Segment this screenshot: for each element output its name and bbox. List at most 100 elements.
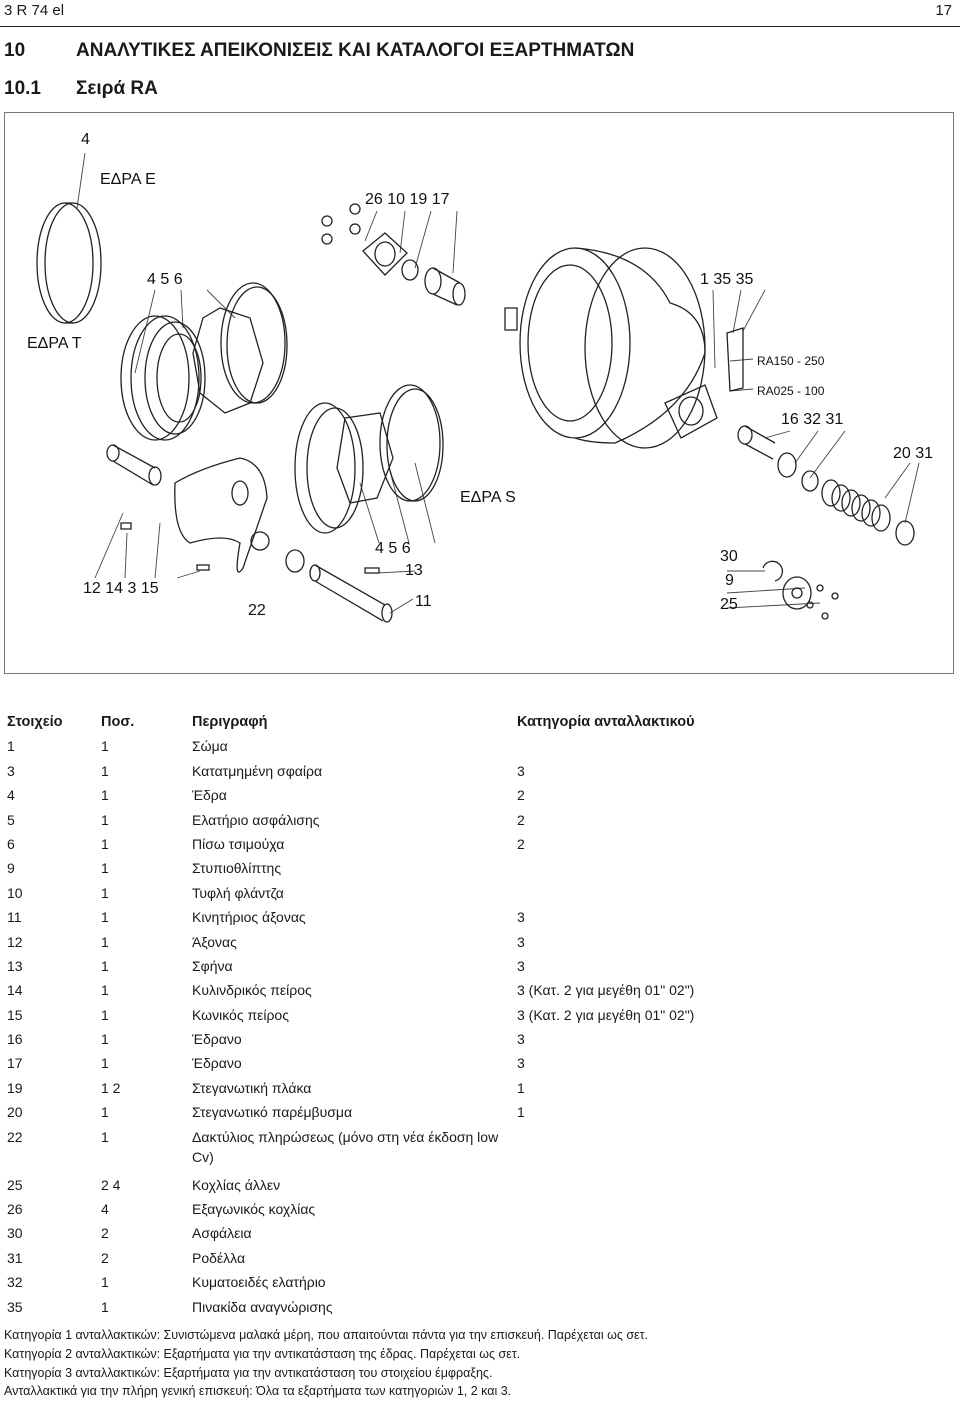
footnote-category-2: Κατηγορία 2 ανταλλακτικών: Εξαρτήματα γι… xyxy=(4,1346,521,1361)
wave-spring-32 xyxy=(777,452,797,478)
cell-qty: 1 xyxy=(101,860,109,877)
label-26-10-19-17: 26 10 19 17 xyxy=(365,191,450,208)
cell-item: 25 xyxy=(7,1176,23,1193)
label-4-5-6-top: 4 5 6 xyxy=(147,271,183,288)
cell-description: Σφήνα xyxy=(192,957,233,974)
label-edra-t: ΕΔΡΑ Τ xyxy=(27,335,82,352)
label-22: 22 xyxy=(248,602,266,619)
gland-9 xyxy=(782,576,812,610)
cell-qty: 1 xyxy=(101,1031,109,1048)
leader-lines xyxy=(76,152,920,614)
cell-qty: 1 xyxy=(101,957,109,974)
cell-qty: 1 xyxy=(101,1006,109,1023)
cell-description: Δακτύλιος πληρώσεως (μόνο στη νέα έκδοση… xyxy=(192,1128,499,1165)
cell-qty: 1 2 xyxy=(101,1079,121,1096)
label-4: 4 xyxy=(81,131,90,148)
cell-item: 30 xyxy=(7,1225,23,1242)
label-20-31: 20 31 xyxy=(893,445,934,462)
exploded-view-figure: 4 ΕΔΡΑ Ε 26 10 19 17 4 5 6 1 35 35 ΕΔΡΑ … xyxy=(4,112,954,674)
header-rule xyxy=(0,26,960,27)
packing-rings-20 xyxy=(821,479,891,532)
col-header-qty: Ποσ. xyxy=(101,714,135,730)
cell-description: Σώμα xyxy=(192,738,228,755)
bolts-25 xyxy=(806,584,839,620)
circlip-30 xyxy=(762,560,784,582)
cell-qty: 4 xyxy=(101,1201,109,1218)
cell-description: Κατατμημένη σφαίρα xyxy=(192,762,323,779)
cell-description: Κυματοειδές ελατήριο xyxy=(192,1274,326,1291)
cell-qty: 2 xyxy=(101,1225,109,1242)
valve-body-1 xyxy=(504,247,718,449)
label-ra025-100: RA025 - 100 xyxy=(757,384,825,398)
cell-description: Στεγανωτικό παρέμβυσμα xyxy=(192,1104,353,1121)
cell-qty: 1 xyxy=(101,811,109,828)
table-row: 26 4 Εξαγωνικός κοχλίας xyxy=(7,1199,947,1223)
cell-item: 12 xyxy=(7,933,23,950)
cell-description: Έδρα xyxy=(192,787,227,804)
col-header-description: Περιγραφή xyxy=(192,714,268,730)
section-number: 10 xyxy=(4,40,26,61)
exploded-view-drawing xyxy=(36,152,920,623)
cell-category: 3 xyxy=(517,762,525,779)
cell-qty: 2 xyxy=(101,1249,109,1266)
cell-item: 17 xyxy=(7,1055,23,1072)
subsection-number: 10.1 xyxy=(4,78,41,99)
label-edra-s: ΕΔΡΑ S xyxy=(460,489,516,506)
cell-item: 20 xyxy=(7,1104,23,1121)
table-row: 14 1 Κυλινδρικός πείρος 3 (Κατ. 2 για μεγέθ… xyxy=(7,980,947,1004)
cell-description: Στυπιοθλίπτης xyxy=(192,860,282,877)
cell-qty: 1 xyxy=(101,1055,109,1072)
filling-ring-22 xyxy=(285,549,305,573)
cell-item: 14 xyxy=(7,982,23,999)
cell-qty: 1 xyxy=(101,982,109,999)
taper-pin-15 xyxy=(196,564,210,571)
cell-description: Τυφλή φλάντζα xyxy=(192,884,284,901)
cell-item: 11 xyxy=(7,909,22,926)
label-9: 9 xyxy=(725,572,734,589)
footnote-full-overhaul: Ανταλλακτικά για την πλήρη γενική επισκε… xyxy=(4,1384,512,1399)
cell-qty: 1 xyxy=(101,1274,109,1291)
cell-category: 3 (Κατ. 2 για μεγέθη 01" 02") xyxy=(517,982,695,999)
shaft-12 xyxy=(106,444,162,486)
cell-item: 26 xyxy=(7,1201,23,1218)
cell-item: 31 xyxy=(7,1249,23,1266)
cell-item: 16 xyxy=(7,1031,23,1048)
cell-category: 2 xyxy=(517,811,525,828)
cell-description: Άξονας xyxy=(192,933,237,950)
cell-qty: 1 xyxy=(101,933,109,950)
cell-category: 3 xyxy=(517,1031,525,1048)
cell-qty: 1 xyxy=(101,762,109,779)
label-11: 11 xyxy=(415,593,432,610)
cell-description: Ελατήριο ασφάλισης xyxy=(192,811,320,828)
footnote-category-1: Κατηγορία 1 ανταλλακτικών: Συνιστώμενα μ… xyxy=(4,1328,649,1342)
label-edra-e: ΕΔΡΑ Ε xyxy=(100,171,156,188)
cell-item: 19 xyxy=(7,1079,23,1096)
cell-qty: 1 xyxy=(101,835,109,852)
cell-description: Κυλινδρικός πείρος xyxy=(192,982,312,999)
label-13: 13 xyxy=(405,562,423,579)
col-header-item: Στοιχείο xyxy=(7,714,63,730)
label-ra150-250: RA150 - 250 xyxy=(757,354,825,368)
cell-description: Εξαγωνικός κοχλίας xyxy=(192,1201,316,1218)
cell-category: 3 xyxy=(517,933,525,950)
cell-category: 1 xyxy=(517,1104,525,1121)
label-4-5-6-bottom: 4 5 6 xyxy=(375,540,411,557)
cell-qty: 1 xyxy=(101,738,109,755)
cell-category: 3 xyxy=(517,909,525,926)
cell-item: 13 xyxy=(7,957,23,974)
